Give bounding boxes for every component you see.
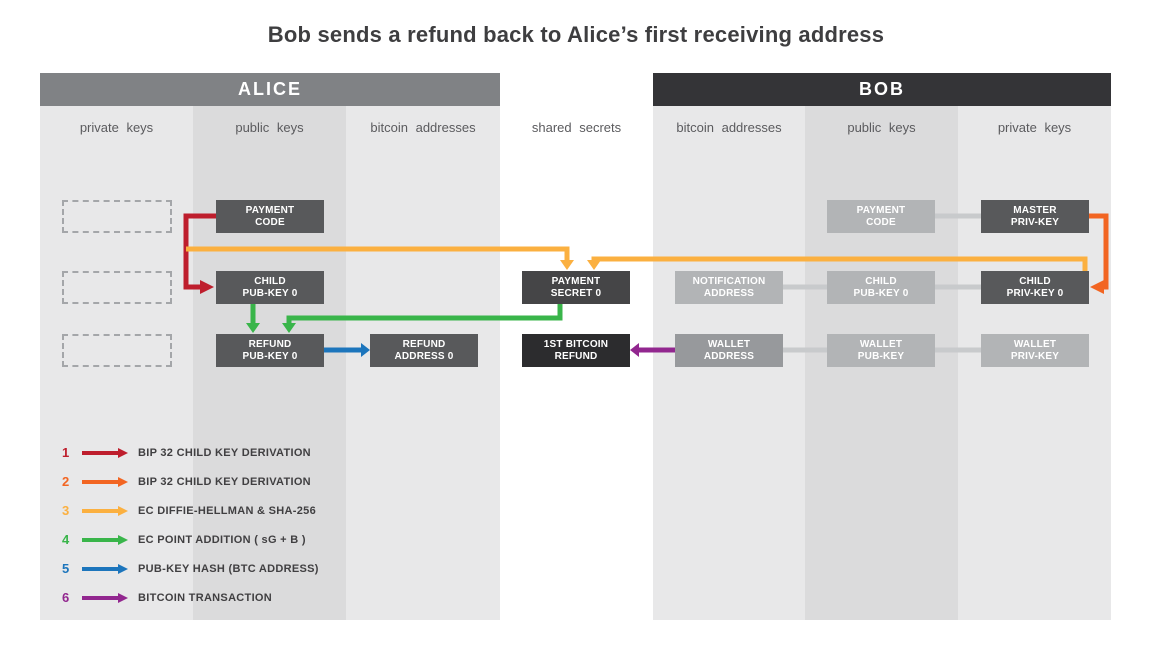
node-bob-wallet-address: WALLET ADDRESS [675,334,783,367]
node-label-line1: 1ST BITCOIN [543,338,609,350]
node-alice-refund-address: REFUND ADDRESS 0 [370,334,478,367]
alice-column-label-bitcoin-addresses: bitcoin addresses [370,120,476,135]
legend-arrow-head [118,476,128,487]
node-bob-master-privkey: MASTER PRIV-KEY [981,200,1089,233]
node-label-line2: PUB-KEY 0 [853,287,909,299]
node-label-line2: SECRET 0 [550,287,602,299]
node-label-line1: WALLET [859,338,903,350]
legend-number: 3 [62,503,70,518]
legend-number: 6 [62,590,70,605]
node-label-line1: WALLET [1013,338,1057,350]
legend-item: 4 EC POINT ADDITION ( sG + B ) [62,525,319,554]
node-label-line2: ADDRESS 0 [394,350,454,362]
alice-column-label-public-keys: public keys [235,120,304,135]
node-label-line2: ADDRESS [703,287,755,299]
alice-private-key-placeholder-3 [62,334,172,367]
legend-arrow-icon [82,592,128,603]
legend-arrow-icon [82,447,128,458]
node-label-line2: PUB-KEY 0 [242,350,298,362]
legend-number: 5 [62,561,70,576]
shared-secrets-column-label: shared secrets [531,120,622,135]
bob-panel-header: BOB [653,73,1111,106]
alice-panel-header: ALICE [40,73,500,106]
node-label-line1: CHILD [254,275,286,287]
node-bob-notification-address: NOTIFICATION ADDRESS [675,271,783,304]
node-label-line2: PRIV-KEY [1010,350,1060,362]
legend-arrow-icon [82,476,128,487]
node-alice-payment-code: PAYMENT CODE [216,200,324,233]
node-label-line1: PAYMENT [245,204,295,216]
alice-private-key-placeholder-2 [62,271,172,304]
legend-label: BITCOIN TRANSACTION [138,591,273,604]
legend-arrow-head [118,592,128,603]
arrow-6-bitcoin-transaction-head [630,343,639,357]
legend-item: 3 EC DIFFIE-HELLMAN & SHA-256 [62,496,319,525]
node-label-line1: REFUND [402,338,446,350]
node-label-line2: PRIV-KEY [1010,216,1060,228]
legend-item: 6 BITCOIN TRANSACTION [62,583,319,612]
alice-column-private-keys-bg [40,106,193,620]
legend-number: 2 [62,474,70,489]
legend-label: PUB-KEY HASH (BTC ADDRESS) [138,562,319,575]
legend-item: 2 BIP 32 CHILD KEY DERIVATION [62,467,319,496]
node-label-line1: CHILD [865,275,897,287]
bob-column-label-public-keys: public keys [847,120,916,135]
node-label-line2: CODE [255,216,285,228]
legend-arrow-head [118,447,128,458]
legend-arrow-head [118,534,128,545]
legend-arrow-icon [82,563,128,574]
node-bob-wallet-pubkey: WALLET PUB-KEY [827,334,935,367]
node-payment-secret: PAYMENT SECRET 0 [522,271,630,304]
node-label-line1: REFUND [248,338,292,350]
node-bob-wallet-privkey: WALLET PRIV-KEY [981,334,1089,367]
legend-arrow-icon [82,505,128,516]
alice-column-label-private-keys: private keys [79,120,154,135]
legend-number: 1 [62,445,70,460]
node-bob-payment-code: PAYMENT CODE [827,200,935,233]
node-bob-child-pubkey: CHILD PUB-KEY 0 [827,271,935,304]
legend-label: BIP 32 CHILD KEY DERIVATION [138,446,311,459]
node-label-line2: PRIV-KEY 0 [1006,287,1064,299]
diagram-title: Bob sends a refund back to Alice’s first… [267,22,885,47]
legend-label: BIP 32 CHILD KEY DERIVATION [138,475,311,488]
node-label-line1: PAYMENT [551,275,601,287]
legend: 1 BIP 32 CHILD KEY DERIVATION 2 BIP 32 C… [62,438,319,612]
alice-private-key-placeholder-1 [62,200,172,233]
node-label-line1: CHILD [1019,275,1051,287]
legend-number: 4 [62,532,70,547]
node-alice-refund-pubkey: REFUND PUB-KEY 0 [216,334,324,367]
node-bob-child-privkey: CHILD PRIV-KEY 0 [981,271,1089,304]
node-label-line2: PUB-KEY 0 [242,287,298,299]
node-label-line2: PUB-KEY [857,350,905,362]
node-label-line1: MASTER [1013,204,1057,216]
legend-arrow-icon [82,534,128,545]
bob-column-label-bitcoin-addresses: bitcoin addresses [676,120,782,135]
legend-label: EC DIFFIE-HELLMAN & SHA-256 [138,504,316,517]
legend-label: EC POINT ADDITION ( sG + B ) [138,533,306,546]
node-alice-child-pubkey: CHILD PUB-KEY 0 [216,271,324,304]
legend-arrow-head [118,563,128,574]
legend-item: 1 BIP 32 CHILD KEY DERIVATION [62,438,319,467]
node-first-bitcoin-refund: 1ST BITCOIN REFUND [522,334,630,367]
node-label-line1: PAYMENT [856,204,906,216]
bob-column-label-private-keys: private keys [997,120,1072,135]
legend-arrow-head [118,505,128,516]
node-label-line2: ADDRESS [703,350,755,362]
node-label-line2: CODE [866,216,896,228]
node-label-line1: WALLET [707,338,751,350]
node-label-line2: REFUND [554,350,598,362]
node-label-line1: NOTIFICATION [692,275,766,287]
arrow-3-ecdh-heads [560,260,601,270]
legend-item: 5 PUB-KEY HASH (BTC ADDRESS) [62,554,319,583]
